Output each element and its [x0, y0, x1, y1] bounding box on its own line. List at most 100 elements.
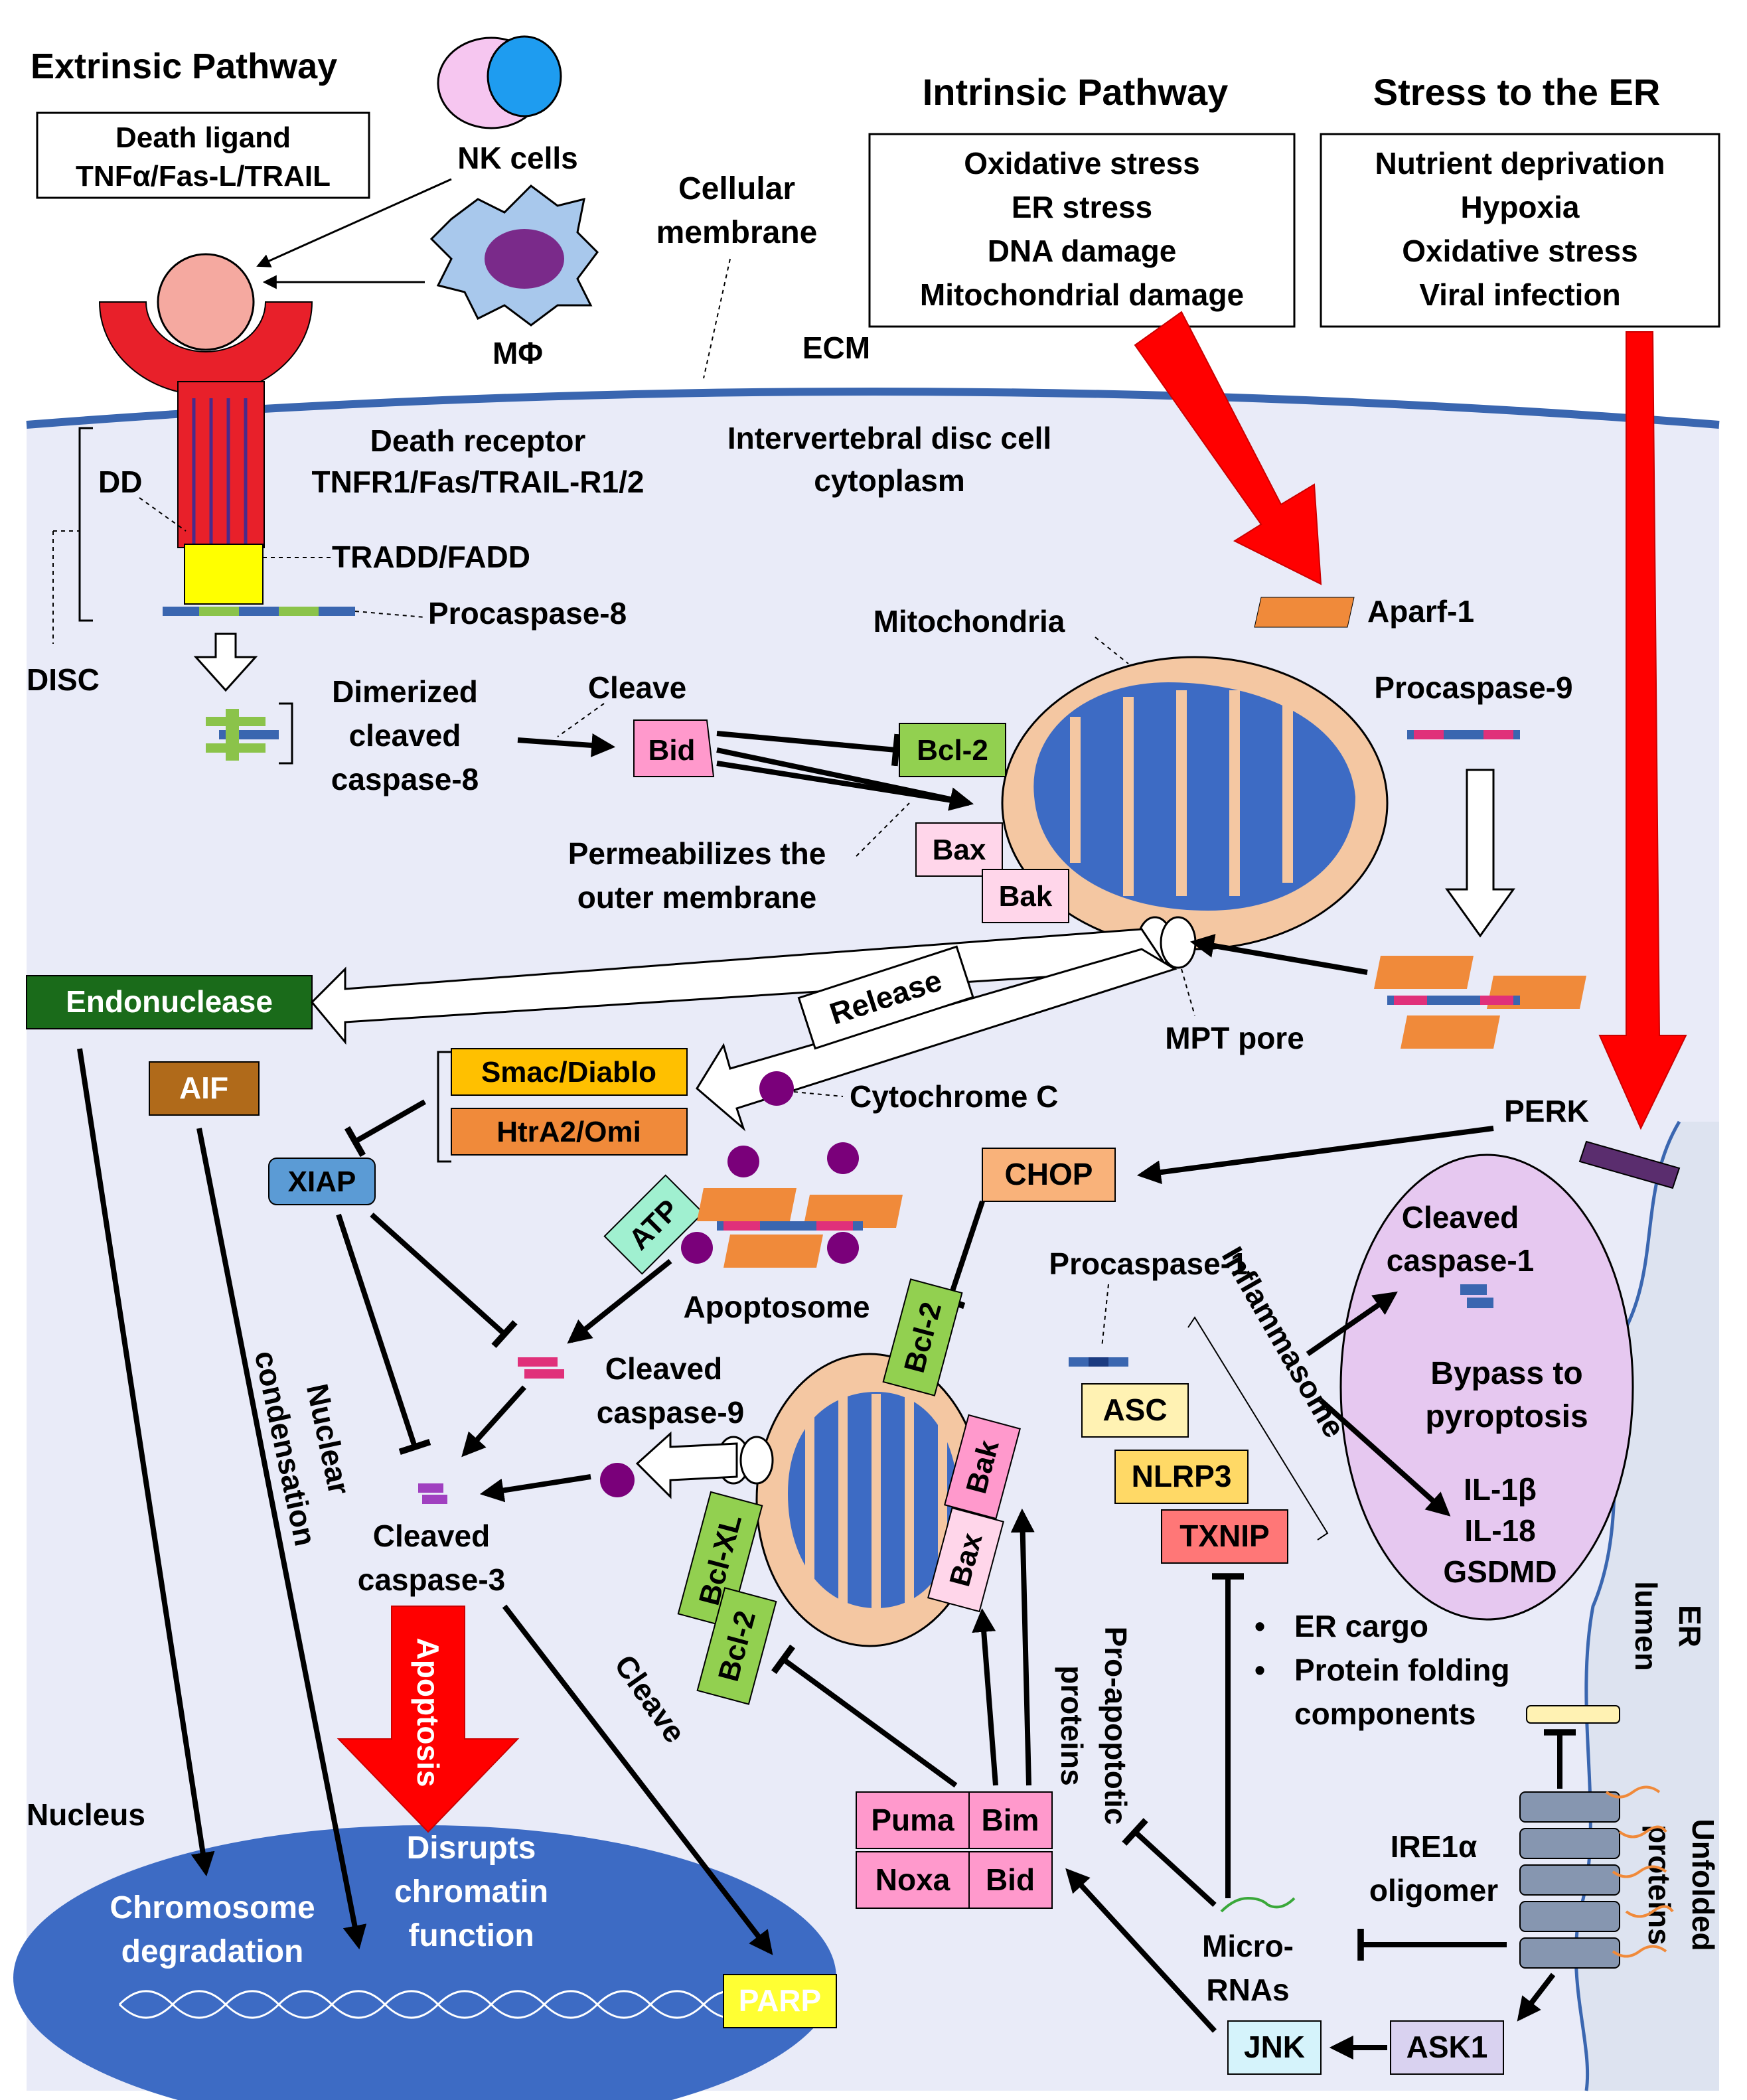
apoptosome-to-casp9-arrow [567, 1258, 672, 1344]
chop-label: CHOP [1005, 1157, 1093, 1191]
dna-strand-2 [118, 1990, 758, 2019]
er-cargo-label-1: ER cargo [1294, 1609, 1428, 1643]
aif-label: AIF [179, 1071, 228, 1105]
cellular-membrane-line [26, 388, 1720, 429]
mitochondria-label: Mitochondria [874, 604, 1065, 638]
er-lumen-label-2: lumen [1629, 1581, 1663, 1671]
bim-box [968, 1791, 1053, 1849]
inflammasome-to-casp1-arrow [1306, 1291, 1398, 1357]
smac-label: Smac/Diablo [481, 1056, 656, 1088]
death-receptor-label-1: Death receptor [370, 423, 586, 458]
procaspase9-label: Procaspase-9 [1374, 670, 1572, 705]
disrupts-label-3: function [408, 1918, 534, 1953]
bclxl-box: Bcl-XL [677, 1491, 763, 1629]
permeabilizes-label-1: Permeabilizes the [568, 836, 826, 871]
txnip-label: TXNIP [1179, 1519, 1269, 1553]
pro-apoptotic-label-group: Pro-apoptotic proteins [1055, 1627, 1133, 1825]
cleaved-casp1-label-2: caspase-1 [1387, 1243, 1535, 1278]
bax-box-bottom: Bax [927, 1507, 1004, 1613]
ire1-label-2: oligomer [1369, 1873, 1498, 1908]
bax-label-top: Bax [933, 834, 986, 866]
bypass-label-1: Bypass to [1430, 1356, 1582, 1391]
microrna-icon [1220, 1896, 1296, 1913]
bid-box [633, 719, 715, 777]
apoptosis-red-arrow [337, 1606, 520, 1833]
death-receptor-label-2: TNFR1/Fas/TRAIL-R1/2 [312, 465, 645, 499]
cytoplasm-label-2: cytoplasm [814, 463, 965, 498]
nlrp3-label: NLRP3 [1132, 1459, 1232, 1493]
unfolded-protein-squiggle [1605, 1785, 1674, 1958]
cellular-membrane-label-1: Cellular [678, 171, 795, 206]
tradd-label: TRADD/FADD [332, 540, 530, 574]
cleaved-casp1-icon-2 [1467, 1298, 1493, 1308]
intrinsic-causes-box [868, 133, 1296, 328]
puma-label: Puma [871, 1803, 954, 1837]
bcl2-label-top: Bcl-2 [917, 734, 988, 767]
perk-icon [1578, 1140, 1681, 1189]
aparf1-label: Aparf-1 [1367, 594, 1474, 629]
er-causes-box [1320, 133, 1720, 328]
ire1-label-1: IRE1α [1391, 1829, 1478, 1864]
apoptosome-to-mpt-arrow [1189, 934, 1368, 975]
death-ligand-box [36, 112, 370, 199]
dd-leader [139, 497, 187, 532]
title-extrinsic: Extrinsic Pathway [31, 46, 337, 86]
mpt-pore-label: MPT pore [1165, 1021, 1304, 1055]
disrupts-label-1: Disrupts [407, 1831, 536, 1866]
bcl2-box-top [899, 723, 1006, 777]
disc-label: DISC [27, 662, 100, 697]
xiap-inhibits-casp3 [336, 1213, 431, 1456]
perk-label: PERK [1504, 1094, 1589, 1128]
bim-label: Bim [982, 1803, 1039, 1837]
nk-to-ligand-arrow [256, 178, 452, 267]
bak-label-top: Bak [999, 880, 1053, 913]
death-receptor-cup [98, 301, 313, 396]
bax-box-top [915, 822, 1003, 877]
parp-box [723, 1974, 837, 2028]
casp9-to-casp3-arrow [461, 1385, 526, 1458]
aif-box [149, 1061, 260, 1116]
puma-box [856, 1791, 970, 1849]
dimerized-label-2: cleaved [349, 718, 461, 753]
title-intrinsic: Intrinsic Pathway [923, 71, 1229, 113]
disc-bracket [78, 427, 93, 622]
cleaved-casp3-label-1: Cleaved [373, 1519, 490, 1553]
bid-to-bak-arrow [716, 761, 970, 806]
er-cargo-label-2: Protein folding [1294, 1653, 1510, 1687]
cellular-membrane-label-2: membrane [656, 215, 818, 250]
dimerized-label-1: Dimerized [332, 674, 478, 709]
er-cargo-bullet-2: • [1254, 1653, 1265, 1687]
nucleus-label: Nucleus [27, 1797, 145, 1832]
chromosome-label-2: degradation [121, 1934, 304, 1969]
er-cause-2: Hypoxia [1461, 190, 1580, 224]
dimerized-label-3: caspase-8 [331, 762, 479, 796]
unfolded-label-group: Unfolded proteins [1642, 1819, 1720, 1951]
procaspase1-icon-2 [1089, 1357, 1108, 1367]
bid-label: Bid [648, 734, 696, 767]
death-domain-stripes [192, 398, 248, 544]
txnip-box [1161, 1509, 1288, 1564]
jnk-to-proapoptotic-arrow [1065, 1868, 1217, 2033]
cytochrome-to-casp3-arrow [479, 1474, 591, 1503]
intrinsic-red-arrow [1134, 311, 1322, 585]
macrophage-label: MΦ [493, 336, 543, 370]
asc-box [1081, 1383, 1189, 1438]
intrinsic-cause-2: ER stress [1012, 190, 1152, 224]
apoptosis-label-group: Apoptosis [411, 1638, 445, 1787]
smac-htra-bracket [437, 1051, 451, 1163]
unfolded-label-2: proteins [1642, 1825, 1677, 1945]
noxa-label: Noxa [875, 1862, 950, 1897]
nk-cells-label: NK cells [457, 141, 578, 175]
intrinsic-cause-3: DNA damage [988, 234, 1177, 268]
casp3-to-parp-arrow [502, 1604, 773, 1955]
cytoplasm-label-1: Intervertebral disc cell [727, 421, 1051, 455]
cleaved-casp9-label-1: Cleaved [605, 1351, 722, 1386]
bid2-label: Bid [986, 1862, 1035, 1897]
cytochrome-c-label: Cytochrome C [850, 1079, 1058, 1114]
htra-box [451, 1108, 688, 1156]
xiap-inhibits-casp9 [370, 1213, 518, 1349]
jnk-label: JNK [1244, 2030, 1305, 2064]
cleave-label-top: Cleave [588, 670, 686, 705]
er-cause-4: Viral infection [1419, 277, 1620, 312]
